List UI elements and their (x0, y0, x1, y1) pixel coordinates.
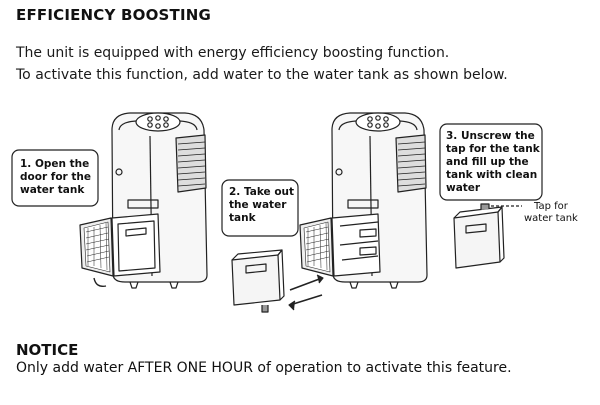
tap-label: Tap for water tank (524, 201, 578, 224)
step-2-callout: 2. Take out the water tank (229, 186, 295, 224)
step-3-callout: 3. Unscrew the tap for the tank and fill… (446, 130, 540, 194)
ac-unit-right (299, 112, 428, 289)
callout-box-step-1 (11, 149, 99, 207)
illustration-svg (11, 112, 543, 313)
section-heading: EFFICIENCY BOOSTING (16, 6, 212, 24)
notice-heading: NOTICE (16, 341, 79, 359)
callout-box-step-3 (439, 123, 543, 201)
step-1-callout: 1. Open the door for the water tank (20, 158, 92, 196)
ac-unit-left (79, 112, 208, 289)
notice-text: Only add water AFTER ONE HOUR of operati… (16, 360, 512, 376)
intro-line-2: To activate this function, add water to … (16, 67, 508, 83)
callout-box-step-2 (221, 179, 299, 237)
intro-line-1: The unit is equipped with energy efficie… (16, 45, 450, 61)
instruction-illustration: 1. Open the door for the water tank 2. T… (0, 100, 600, 330)
water-tank-removed (231, 249, 324, 313)
water-tank-with-tap (453, 203, 522, 269)
